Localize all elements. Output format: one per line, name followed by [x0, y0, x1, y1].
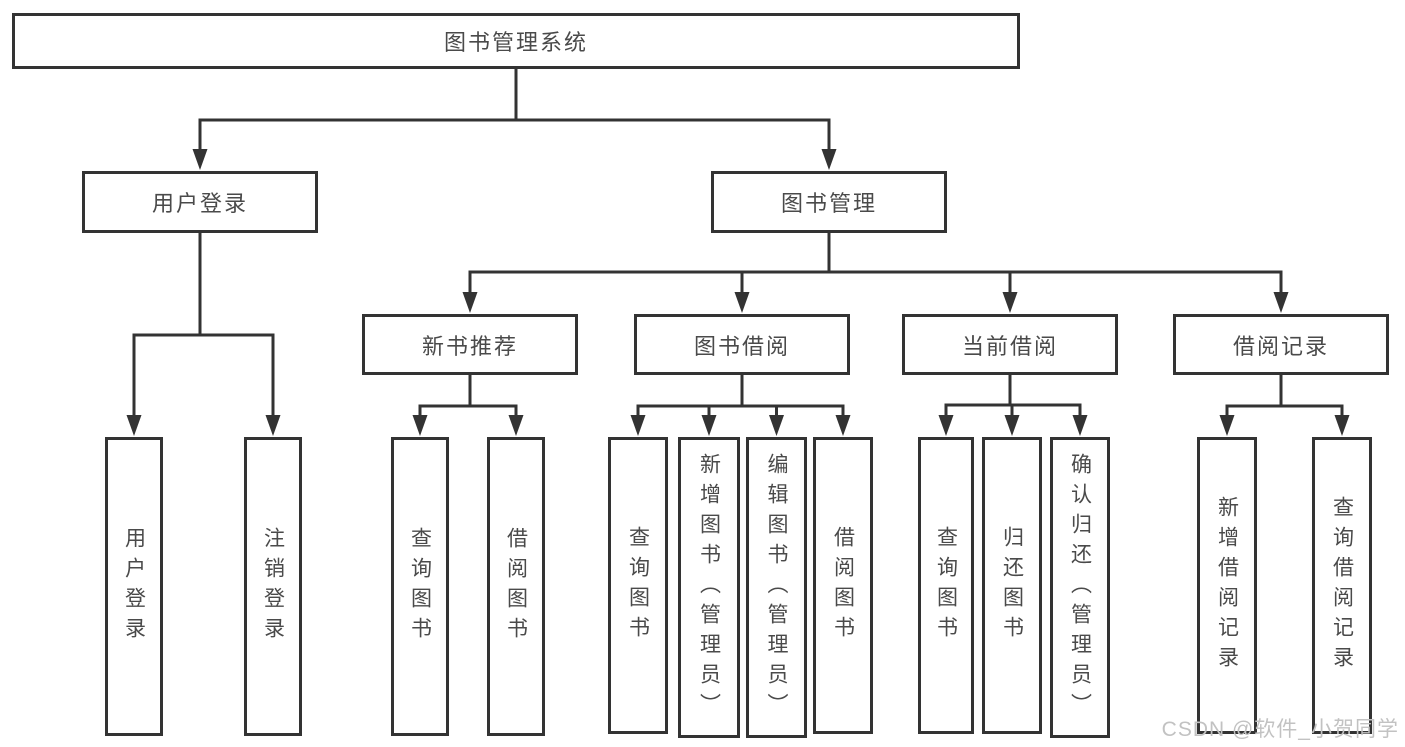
- node-current-borrow: 当前借阅: [902, 314, 1118, 375]
- node-label-leaf-add-book: 新增图书（管理员）: [697, 452, 721, 723]
- node-label-leaf-logout: 注销登录: [261, 526, 285, 647]
- node-borrow-record: 借阅记录: [1173, 314, 1389, 375]
- node-label-root: 图书管理系统: [443, 30, 588, 55]
- node-leaf-add-record: 新增借阅记录: [1197, 437, 1257, 734]
- node-label-borrow-record: 借阅记录: [1232, 333, 1329, 359]
- node-root: 图书管理系统: [12, 13, 1020, 69]
- node-leaf-query-book-2: 查询图书: [608, 437, 668, 734]
- node-label-leaf-borrow-book-2: 借阅图书: [831, 525, 855, 646]
- node-label-book-borrow: 图书借阅: [693, 333, 790, 359]
- node-label-leaf-borrow-book-1: 借阅图书: [504, 526, 528, 647]
- node-leaf-borrow-book-2: 借阅图书: [813, 437, 873, 734]
- node-leaf-edit-book: 编辑图书（管理员）: [746, 437, 807, 738]
- node-label-current-borrow: 当前借阅: [961, 333, 1058, 359]
- node-label-leaf-query-record: 查询借阅记录: [1330, 495, 1354, 676]
- node-label-leaf-query-book-3: 查询图书: [934, 525, 958, 646]
- node-leaf-add-book: 新增图书（管理员）: [678, 437, 740, 738]
- node-leaf-borrow-book-1: 借阅图书: [487, 437, 545, 736]
- node-leaf-confirm-return: 确认归还（管理员）: [1050, 437, 1110, 738]
- node-label-book-mgmt: 图书管理: [780, 191, 877, 216]
- node-book-mgmt: 图书管理: [711, 171, 947, 233]
- node-label-leaf-query-book-2: 查询图书: [626, 525, 650, 646]
- node-label-user-login: 用户登录: [151, 191, 248, 216]
- node-leaf-return-book: 归还图书: [982, 437, 1042, 734]
- node-label-leaf-user-login: 用户登录: [122, 526, 146, 647]
- node-leaf-query-book-1: 查询图书: [391, 437, 449, 736]
- node-label-leaf-confirm-return: 确认归还（管理员）: [1068, 452, 1092, 723]
- node-label-leaf-query-book-1: 查询图书: [408, 526, 432, 647]
- node-leaf-logout: 注销登录: [244, 437, 302, 736]
- node-user-login: 用户登录: [82, 171, 318, 233]
- node-label-new-book-rec: 新书推荐: [421, 333, 518, 359]
- node-leaf-user-login: 用户登录: [105, 437, 163, 736]
- node-book-borrow: 图书借阅: [634, 314, 850, 375]
- node-leaf-query-book-3: 查询图书: [918, 437, 974, 734]
- node-label-leaf-add-record: 新增借阅记录: [1215, 495, 1239, 676]
- node-label-leaf-return-book: 归还图书: [1000, 525, 1024, 646]
- node-label-leaf-edit-book: 编辑图书（管理员）: [765, 452, 788, 723]
- node-leaf-query-record: 查询借阅记录: [1312, 437, 1372, 734]
- node-new-book-rec: 新书推荐: [362, 314, 578, 375]
